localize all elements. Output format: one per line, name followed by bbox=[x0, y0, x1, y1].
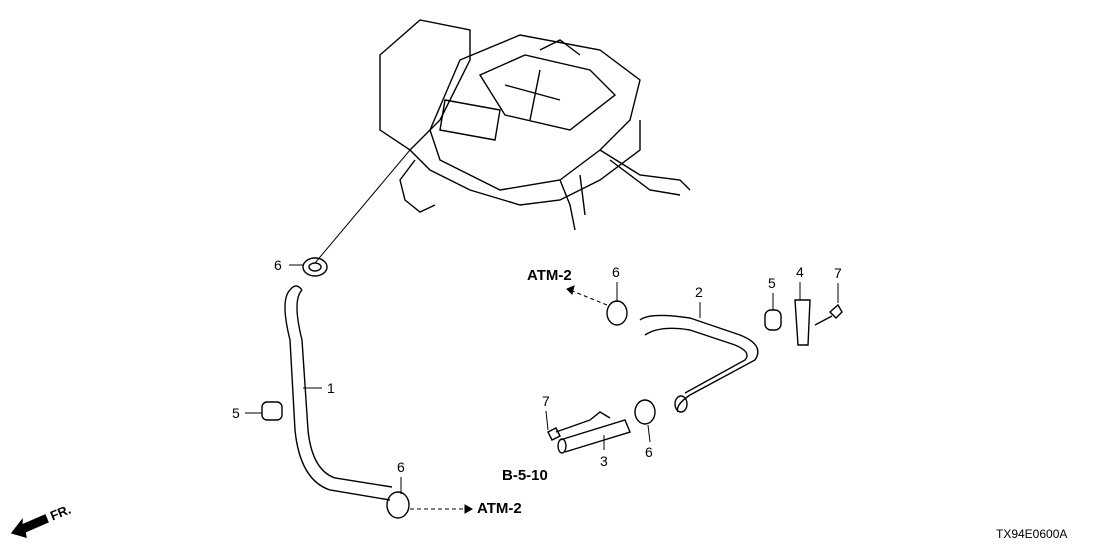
callout-3: 3 bbox=[600, 453, 608, 469]
callout-4: 4 bbox=[796, 264, 804, 280]
clamp-6-lower-drawing bbox=[634, 399, 656, 425]
diagram-code: TX94E0600A bbox=[996, 527, 1068, 541]
callout-6: 6 bbox=[397, 459, 405, 475]
ref-atm-2-bottom[interactable]: ATM-2 bbox=[477, 500, 522, 517]
bolt-7-left-drawing bbox=[547, 419, 591, 441]
hose-1-drawing bbox=[284, 285, 393, 501]
callout-6: 6 bbox=[645, 444, 653, 460]
callout-5: 5 bbox=[768, 275, 776, 291]
clamp-6-drawing bbox=[302, 257, 328, 277]
callout-6: 6 bbox=[612, 264, 620, 280]
clamp-6-right-drawing bbox=[606, 300, 628, 326]
callout-2: 2 bbox=[695, 284, 703, 300]
callout-1: 1 bbox=[327, 380, 335, 396]
bolt-7-drawing bbox=[814, 303, 843, 326]
front-arrow-icon bbox=[10, 514, 49, 538]
callout-6: 6 bbox=[274, 257, 282, 273]
power-control-unit-drawing bbox=[379, 19, 691, 231]
bracket-4-drawing bbox=[794, 299, 811, 346]
leader-lines bbox=[245, 264, 839, 514]
ref-b-5-10[interactable]: B-5-10 bbox=[502, 467, 548, 484]
clamp-5-drawing bbox=[261, 401, 283, 421]
callout-7: 7 bbox=[542, 393, 550, 409]
clamp-5-right-drawing bbox=[764, 309, 782, 331]
clamp-6-bottom-drawing bbox=[386, 491, 410, 519]
pipe-3-drawing bbox=[557, 411, 631, 454]
callout-5: 5 bbox=[232, 405, 240, 421]
ref-atm-2-top[interactable]: ATM-2 bbox=[527, 267, 572, 284]
callout-7: 7 bbox=[834, 265, 842, 281]
hose-2-drawing bbox=[639, 314, 759, 413]
